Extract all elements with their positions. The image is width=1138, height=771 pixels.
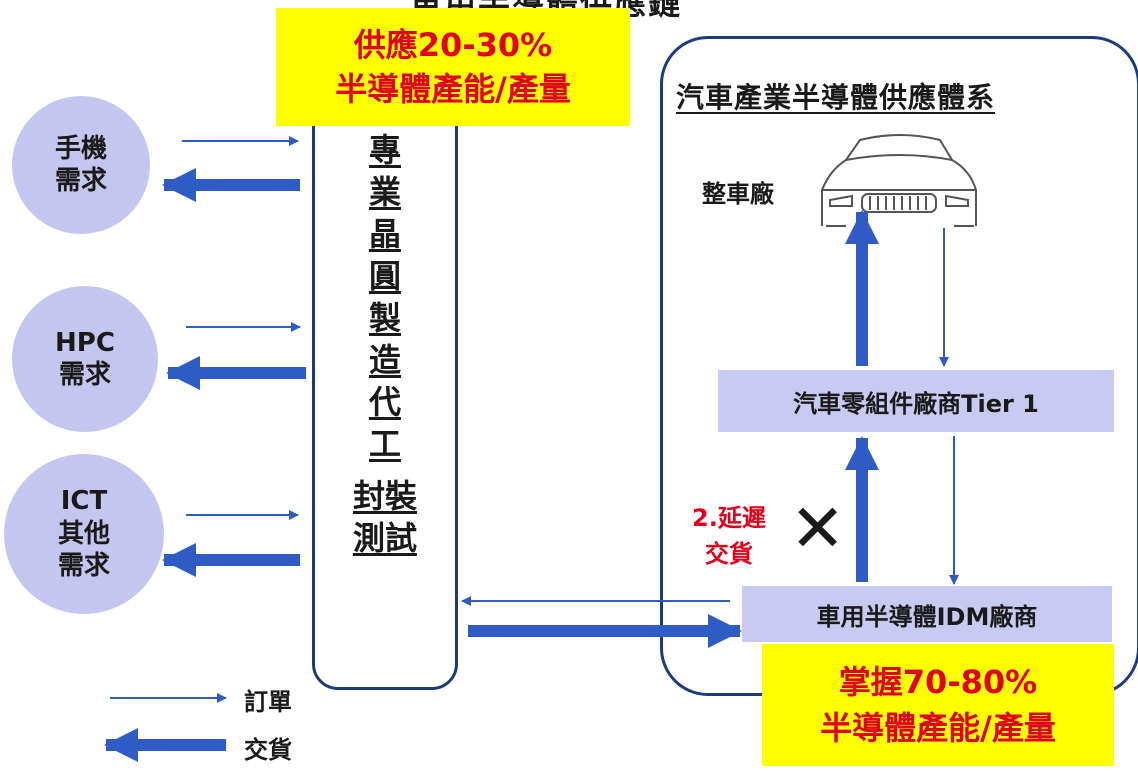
foundry-char: 製 (368, 299, 401, 337)
foundry-char: 測試 (352, 519, 417, 557)
foundry-char: 圓 (368, 257, 401, 295)
auto-system-title: 汽車產業半導體供應體系 (676, 81, 996, 114)
oem-label: 整車廠 (702, 180, 774, 208)
foundry-char: 封裝 (352, 477, 417, 515)
hpc-demand-node: HPC 需求 (12, 286, 158, 432)
foundry-supply-line1: 供應20-30% (353, 26, 553, 64)
idm-share-badge: 掌握70-80% 半導體產能/產量 (762, 644, 1114, 766)
delay-cross-icon: ✕ (790, 490, 846, 567)
foundry-char: 專 (368, 131, 401, 169)
tier1-node: 汽車零組件廠商Tier 1 (718, 370, 1114, 432)
foundry-char: 工 (368, 425, 401, 463)
idm-share-line2: 半導體產能/產量 (820, 709, 1056, 747)
foundry-char: 晶 (368, 215, 401, 253)
legend-order-label: 訂單 (244, 688, 292, 716)
phone-demand-node: 手機 需求 (12, 96, 150, 234)
foundry-vertical-label: 專 業 晶 圓 製 造 代 工 封裝 測試 (315, 129, 455, 559)
idm-node: 車用半導體IDM廠商 (742, 586, 1112, 642)
foundry-supply-badge: 供應20-30% 半導體產能/產量 (276, 8, 630, 126)
delay-label: 2.延遲 交貨 (692, 504, 766, 568)
foundry-char: 造 (368, 341, 401, 379)
idm-share-line1: 掌握70-80% (838, 663, 1038, 701)
ict-demand-node: ICT 其他 需求 (4, 454, 164, 614)
foundry-char: 業 (368, 173, 401, 211)
foundry-supply-line2: 半導體產能/產量 (335, 70, 571, 108)
foundry-box: 專 業 晶 圓 製 造 代 工 封裝 測試 (312, 96, 458, 690)
legend-delivery-label: 交貨 (244, 736, 292, 764)
foundry-char: 代 (368, 383, 401, 421)
